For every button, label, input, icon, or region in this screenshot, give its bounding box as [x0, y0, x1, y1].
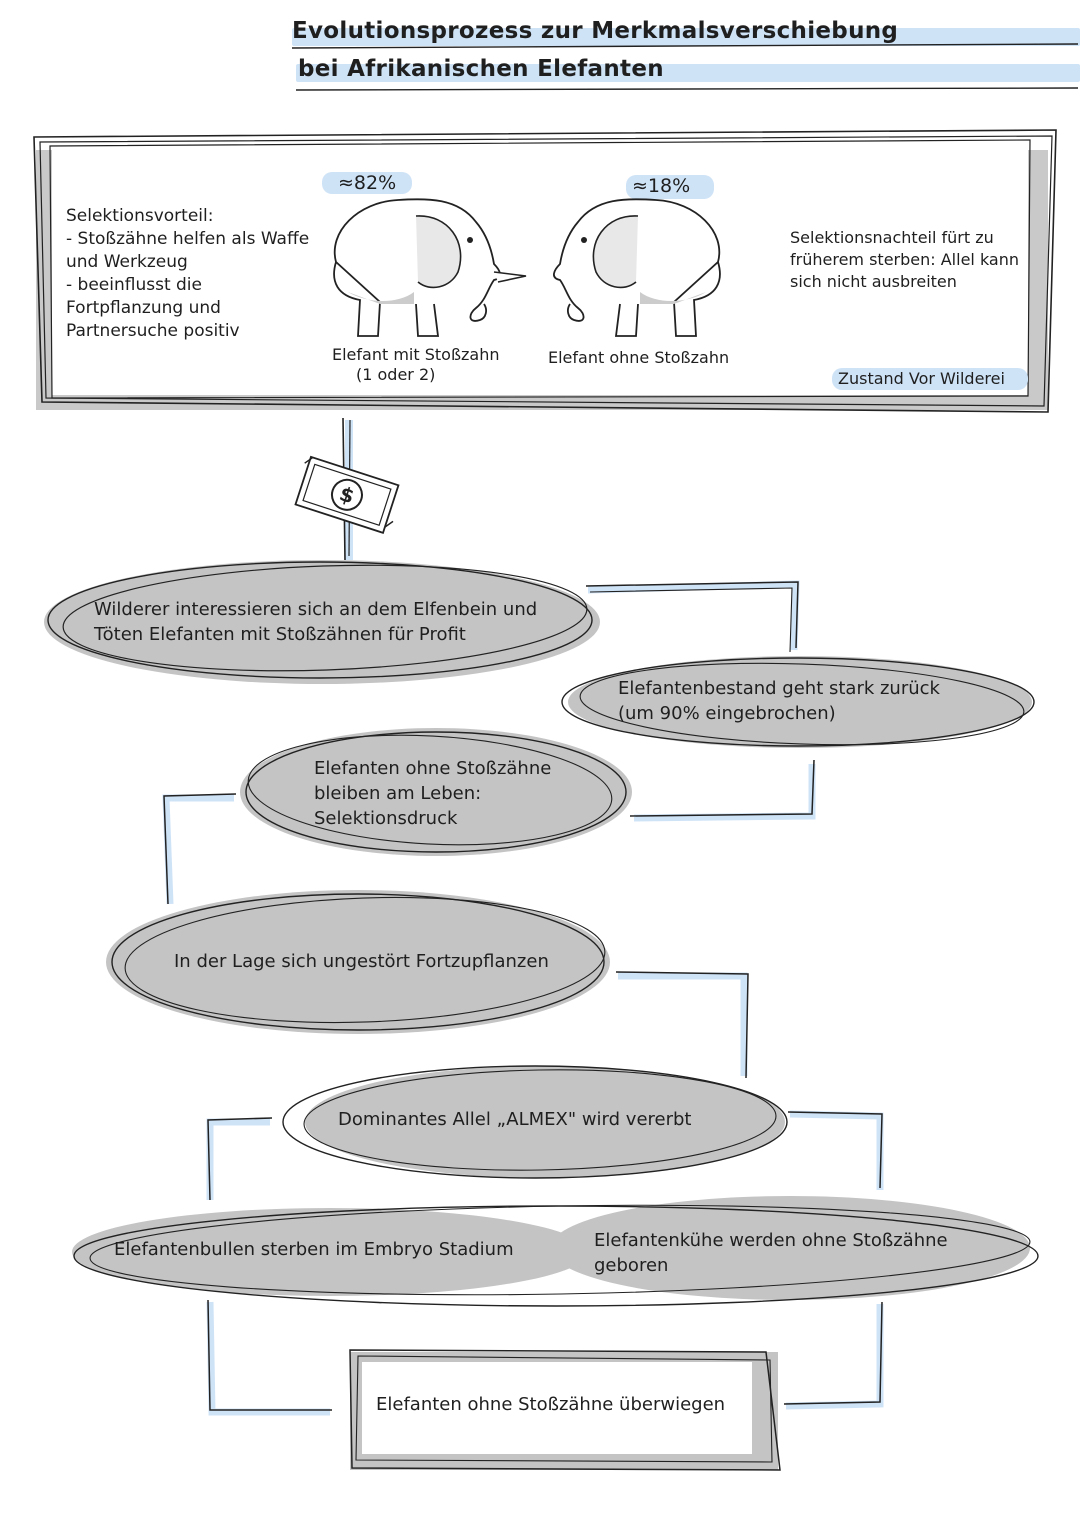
advantage-heading: Selektionsvorteil:: [66, 206, 214, 226]
advantage-line: - Stoßzähne helfen als Waffe: [66, 229, 310, 249]
state-label: Zustand Vor Wilderei: [838, 369, 1005, 388]
poachers-line: Wilderer interessieren sich an dem Elfen…: [94, 599, 538, 620]
caption-with-tusk-count: (1 oder 2): [356, 365, 436, 384]
percent-with-tusk: ≈82%: [338, 172, 397, 194]
dollar-bill-icon: $: [294, 455, 400, 534]
survive-line: bleiben am Leben:: [314, 783, 482, 804]
survive-line: Selektionsdruck: [314, 808, 458, 829]
elephant-icon: [333, 198, 527, 337]
title-highlight-2: [296, 64, 1080, 82]
caption-without-tusk: Elefant ohne Stoßzahn: [548, 348, 730, 367]
caption-with-tusk: Elefant mit Stoßzahn: [332, 345, 500, 364]
advantage-line: Fortpflanzung und: [66, 298, 221, 318]
bulls-text: Elefantenbullen sterben im Embryo Stadiu…: [114, 1239, 514, 1260]
poachers-line: Töten Elefanten mit Stoßzähnen für Profi…: [94, 624, 466, 645]
cows-line: geboren: [594, 1255, 669, 1276]
cows-line: Elefantenkühe werden ohne Stoßzähne: [594, 1230, 948, 1251]
state-panel-frame: [33, 129, 1057, 413]
advantage-line: - beeinflusst die: [66, 275, 202, 295]
advantage-line: und Werkzeug: [66, 252, 188, 272]
elephant-icon: [553, 198, 721, 337]
population-line: (um 90% eingebrochen): [618, 703, 836, 724]
page-subtitle: bei Afrikanischen Elefanten: [298, 56, 664, 82]
allele-text: Dominantes Allel „ALMEX" wird vererbt: [338, 1109, 692, 1130]
percent-without-tusk: ≈18%: [632, 175, 691, 197]
page-title: Evolutionsprozess zur Merkmalsverschiebu…: [292, 18, 899, 44]
disadvantage-line: sich nicht ausbreiten: [790, 272, 957, 291]
title-underline: [291, 43, 1079, 91]
disadvantage-line: früherem sterben: Allel kann: [790, 250, 1020, 269]
advantage-line: Partnersuche positiv: [66, 321, 240, 341]
result-text: Elefanten ohne Stoßzähne überwiegen: [376, 1394, 726, 1415]
population-line: Elefantenbestand geht stark zurück: [618, 678, 940, 699]
title-highlight-1: [292, 28, 1080, 46]
disadvantage-line: Selektionsnachteil fürt zu: [790, 228, 994, 247]
survive-line: Elefanten ohne Stoßzähne: [314, 758, 552, 779]
reproduce-text: In der Lage sich ungestört Fortzupflanze…: [174, 951, 549, 972]
